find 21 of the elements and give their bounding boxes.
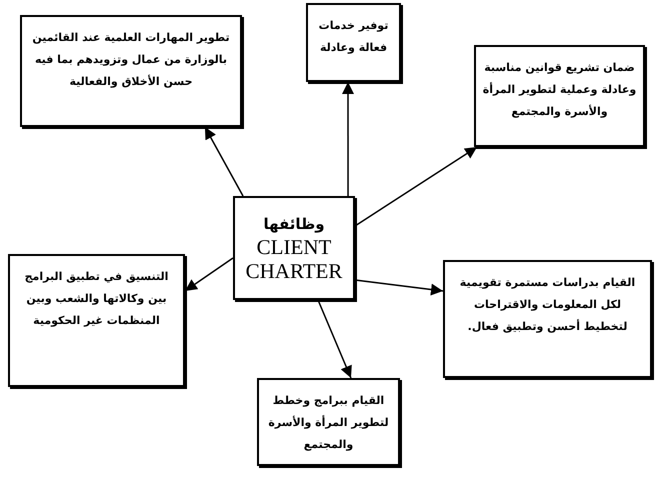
box-text: ضمان تشريع قوانين مناسبة وعادلة وعملية لتطوير المرأة والأسرة والمجتمع (482, 60, 637, 120)
arrow (354, 146, 478, 227)
arrow (317, 300, 352, 378)
function-box (474, 45, 645, 147)
function-box (20, 15, 242, 127)
box-title: CLIENT CHARTER (244, 235, 344, 284)
central-box (233, 196, 355, 300)
box-text: التنسيق في تطبيق البرامج بين وكالاتها والشعب وبين المنظمات غير الحكومية (24, 269, 170, 329)
function-box (443, 260, 652, 378)
function-box (257, 378, 400, 466)
function-box (8, 254, 185, 387)
box-text: القيام بدراسات مستمرة تقويمية لكل المعلومات والاقتراحات لتخطيط أحسن وتطبيق فعال. (458, 275, 636, 335)
arrow (354, 279, 444, 296)
arrow (204, 126, 244, 196)
function-box (306, 3, 401, 82)
box-text: القيام ببرامج وخطط لتطوير المرأة والأسرة والمجتمع (267, 393, 390, 453)
box-text: توفير خدمات فعالة وعادلة (318, 18, 390, 56)
arrow (184, 257, 234, 292)
arrow (342, 82, 354, 196)
box-heading: وظائفها (263, 214, 325, 235)
box-text: تطوير المهارات العلمية عند القائمين بالوزارة من عمال وتزويدهم بما فيه حسن الأخلاق والفعالية (31, 30, 231, 90)
